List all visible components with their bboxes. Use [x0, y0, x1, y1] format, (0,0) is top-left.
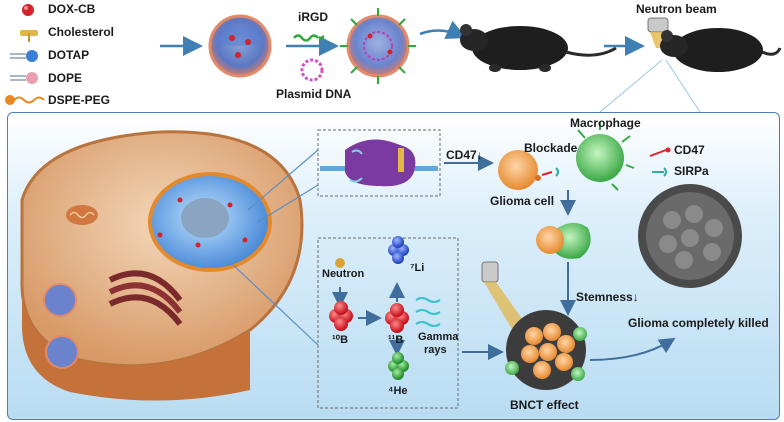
crispr-box	[317, 129, 441, 197]
reaction-box	[317, 237, 459, 409]
blockade-label: Blockade	[524, 141, 578, 155]
cas9-protein-icon	[320, 139, 438, 187]
neutron-label: Neutron	[322, 268, 365, 280]
cd47-down-label: CD47↓	[446, 148, 483, 162]
he4-label: ⁴He	[388, 385, 408, 397]
glioma-cell-icon	[498, 150, 541, 190]
phagocytosis-icon	[536, 222, 591, 259]
cholesterol-icon	[20, 30, 38, 42]
irgd-icon	[293, 34, 319, 42]
irgd-label: iRGD	[298, 10, 328, 24]
mouse-icon	[660, 28, 782, 72]
plasmid-label: Plasmid DNA	[276, 87, 352, 101]
liposome-icon	[43, 283, 77, 317]
neutron-icon	[335, 258, 345, 268]
gamma-label-2: rays	[424, 344, 447, 356]
killed-glioma-icon	[638, 184, 742, 288]
b11-label: ¹¹B	[388, 334, 404, 346]
pink-lipid-icon	[10, 72, 38, 84]
boron10-icon	[329, 301, 353, 331]
bnct-effect-label: BNCT effect	[510, 398, 579, 412]
helium4-icon	[388, 352, 409, 380]
boron11-icon	[385, 303, 409, 333]
liposome-icon	[45, 335, 79, 369]
legend-label: DSPE-PEG	[48, 93, 111, 107]
sirpa-legend-icon	[652, 167, 667, 177]
b10-label: ¹⁰B	[332, 334, 349, 346]
golgi-icon	[108, 270, 183, 326]
neutron-beam-label: Neutron beam	[636, 2, 717, 16]
cd47-legend-icon	[649, 147, 671, 157]
stemness-label: Stemness↓	[576, 290, 639, 304]
blue-lipid-icon	[10, 50, 38, 62]
macrophage-label: Macrophage	[570, 116, 641, 130]
legend-label: DOTAP	[48, 48, 90, 62]
lithium7-icon	[388, 236, 409, 264]
mitochondria-icon	[66, 205, 98, 225]
top-flow	[160, 8, 782, 113]
orange-peg-icon	[5, 95, 45, 105]
legend-label: DOPE	[48, 71, 83, 85]
cd47-legend-label: CD47	[674, 143, 705, 157]
mouse-icon	[460, 24, 617, 72]
sirpa-legend-label: SIRPa	[674, 164, 709, 178]
glioma-killed-label: Glioma completely killed	[628, 316, 769, 330]
macrophage-icon	[576, 122, 635, 191]
legend-icons	[5, 4, 45, 105]
liposome-icon	[208, 14, 272, 78]
glioma-cell-label: Glioma cell	[490, 194, 555, 208]
legend-label: DOX-CB	[48, 2, 96, 16]
legend-label: Cholesterol	[48, 25, 115, 39]
gamma-label-1: Gamma	[418, 331, 459, 343]
gamma-rays-icon	[415, 297, 441, 327]
tumor-cell-illustration	[20, 130, 304, 401]
plasmid-dna-icon	[300, 58, 324, 82]
targeted-liposome-icon	[340, 8, 416, 84]
li7-label: ⁷Li	[410, 262, 425, 274]
cd47-sirpa-icon	[541, 167, 559, 177]
bnct-tumor-icon	[481, 261, 587, 390]
flow-arrow	[419, 20, 467, 39]
